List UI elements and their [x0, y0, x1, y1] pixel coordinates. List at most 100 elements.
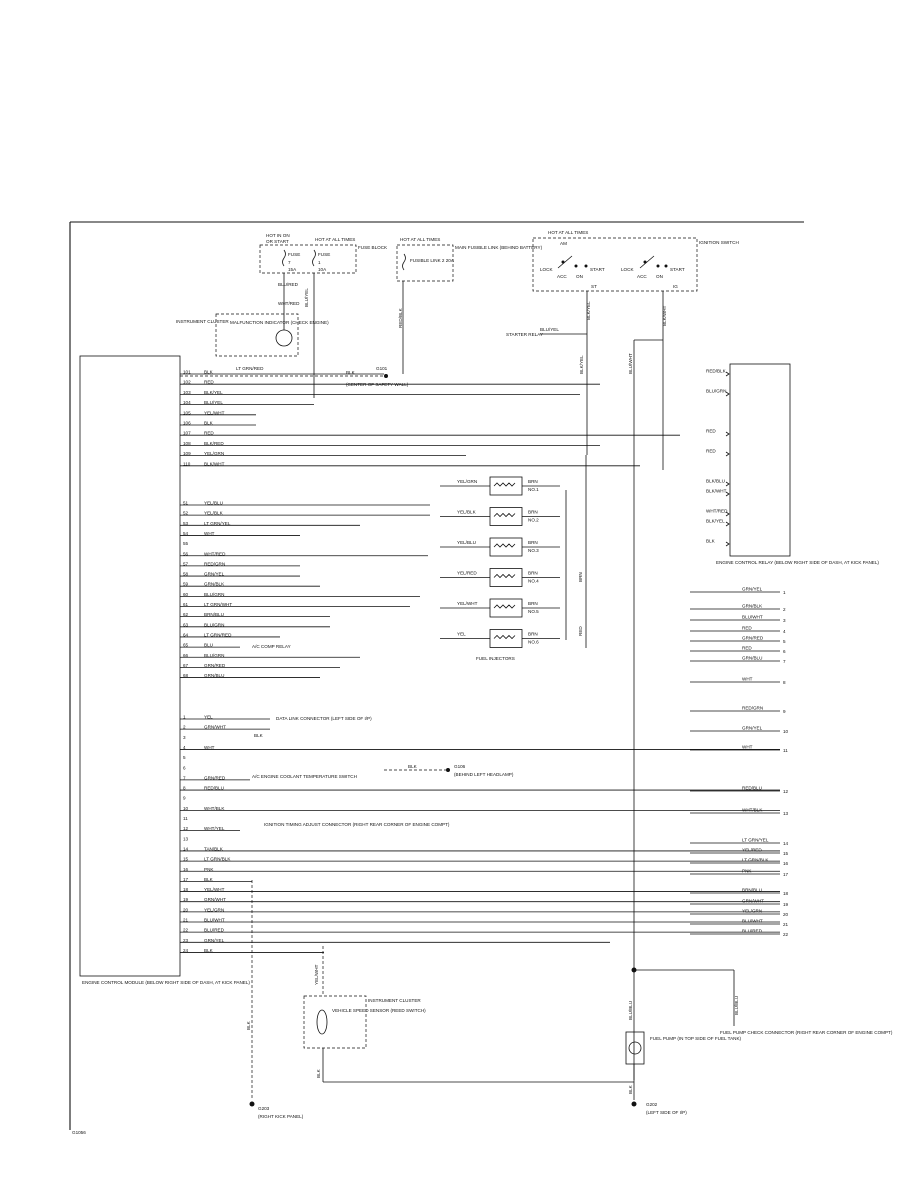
ecm-pin-number: 110	[183, 461, 191, 466]
wire-label-wht-red: WHT/RED	[278, 301, 300, 306]
wire-label-blk-fp: BLK	[628, 1084, 633, 1094]
ecm-pin-number: 24	[183, 948, 189, 953]
right-connector-pin-number: 11	[783, 748, 788, 753]
right-connector-pin-number: 1	[783, 590, 786, 595]
injector-coil-icon	[493, 604, 516, 609]
g106-label: G106	[454, 764, 466, 769]
ecm-pin-number: 52	[183, 511, 189, 516]
ecm-pin-number: 66	[183, 653, 189, 658]
ecm-pin-number: 19	[183, 897, 189, 902]
fuse1-icon	[282, 249, 286, 267]
right-connector-wire-label: WHT	[742, 745, 753, 750]
wire-label-blu-yel-2: BLU/YEL	[540, 327, 559, 332]
ecm-pin-number: 10	[183, 806, 189, 811]
ecm-pin-number: 59	[183, 582, 189, 587]
fusible-link-box	[396, 244, 454, 282]
ign-contact-4	[643, 260, 647, 264]
wire-label-red-blk: RED/BLK	[398, 307, 403, 328]
injector-coil-icon	[493, 482, 516, 487]
injector-coil-icon	[493, 573, 516, 579]
ecm-pin-number: 53	[183, 521, 189, 526]
malfunction-indicator: INSTRUMENT CLUSTER MALFUNCTION INDICATOR…	[176, 313, 329, 357]
right-connector-pin-number: 2	[783, 607, 786, 612]
fuse2-num: 1	[318, 260, 321, 265]
relay-wire-label: BLK/YEL	[706, 519, 725, 524]
lock-label-2: LOCK	[621, 267, 634, 272]
figure-id: G1056	[72, 1130, 86, 1135]
relay-connector-icon	[725, 491, 730, 497]
wire-label-blk-yel-2: BLK/YEL	[579, 355, 584, 374]
ecm-pin-number: 104	[183, 400, 191, 405]
ecm-wire-label: YEL/BLK	[204, 511, 224, 516]
ecm-pin-number: 67	[183, 663, 189, 668]
ecm-wire-label: GRN/WHT	[204, 725, 226, 730]
ecm-pin-number: 58	[183, 572, 189, 577]
injector-coil-icon	[493, 512, 516, 518]
relay-wire-label: BLU/GRN	[706, 389, 726, 394]
g202-ground-icon	[631, 1101, 637, 1107]
ecm-wire-label: RED	[204, 380, 214, 385]
relay-wire-label: BLK/BLU	[706, 479, 725, 484]
start-label-1: START	[590, 267, 605, 272]
fusible-link-icon	[402, 253, 406, 271]
injector-wire-label: YEL	[457, 632, 466, 637]
ecm-wire-label: BLU/WHT	[204, 918, 225, 923]
ecm-pin-number: 12	[183, 826, 189, 831]
ecm-pin-number: 62	[183, 612, 189, 617]
wire-label-red-vert: RED	[578, 626, 583, 636]
injector-number-label: NO.2	[528, 518, 539, 523]
on-label-1: ON	[576, 274, 583, 279]
or-start-label: OR START	[266, 239, 289, 244]
ecm-pin-number: 107	[183, 431, 191, 436]
ecm-wire-label: BLK/RED	[204, 441, 224, 446]
instrument-cluster-label: INSTRUMENT CLUSTER	[176, 319, 229, 324]
right-connector-pin-number: 14	[783, 841, 789, 846]
ign-contact-5	[656, 264, 660, 268]
wire-label-blu-blu-chk: BLU/BLU	[734, 996, 739, 1015]
ecm-pin-number: 7	[183, 775, 186, 780]
ecm-pin-number: 101	[183, 370, 191, 375]
ecm-wire-label: WHT/YEL	[204, 826, 225, 831]
vss-box	[303, 995, 367, 1049]
relay-connector-icon	[725, 371, 730, 377]
ecm-wire-label: GRN/RED	[204, 775, 226, 780]
ecm-pin-number: 4	[183, 745, 186, 750]
injector-number-label: NO.4	[528, 579, 539, 584]
wire-label-blk-dlc: BLK	[254, 733, 264, 738]
ecm-pin-number: 20	[183, 907, 189, 912]
ecm-pin-number: 13	[183, 836, 189, 841]
engine-control-relay-box	[729, 363, 791, 557]
ecm-pin-number: 103	[183, 390, 191, 395]
right-connector-wire-label: BLU/WHT	[742, 919, 763, 924]
injector-coil-icon	[493, 634, 516, 640]
right-connector-pin-number: 20	[783, 912, 789, 917]
relay-connector-icon	[725, 391, 730, 397]
injector-wire-label: YEL/BLK	[457, 510, 477, 515]
right-connector-pin-number: 9	[783, 709, 786, 714]
starter-relay-label: STARTER RELAY	[506, 332, 543, 337]
ecm-wire-label: GRN/RED	[204, 663, 226, 668]
ecm-wire-label: WHT/RED	[204, 551, 226, 556]
right-connector-wire-label: LT GRN/BLK	[742, 858, 769, 863]
relay-wire-label: BLK	[706, 539, 716, 544]
right-connector-wire-label: GRN/WHT	[742, 899, 764, 904]
injector-coil-icon	[493, 543, 516, 548]
ecm-pin-number: 15	[183, 857, 189, 862]
ecm-pin-number: 9	[183, 796, 186, 801]
main-fusible-link-label: MAIN FUSIBLE LINK (BEHIND BATTERY)	[455, 245, 543, 250]
right-connector-pin-number: 21	[783, 922, 789, 927]
ecm-wire-label: LT GRN/YEL	[204, 521, 231, 526]
wire-label-blk-g101: BLK	[346, 370, 356, 375]
wire-label-blk-wht: BLK/WHT	[662, 305, 667, 326]
right-connector-pin-number: 17	[783, 872, 789, 877]
injector-number-label: NO.5	[528, 609, 539, 614]
ecm-pin-number: 16	[183, 867, 189, 872]
right-connector-wire-label: GRN/RED	[742, 636, 764, 641]
g203-label: G203	[258, 1106, 270, 1111]
wire-label-blu-red: BLU/RED	[278, 282, 299, 287]
g202-note: (LEFT SIDE OF I/P)	[646, 1110, 687, 1115]
ecm-label: ENGINE CONTROL MODULE (BELOW RIGHT SIDE …	[82, 980, 250, 985]
